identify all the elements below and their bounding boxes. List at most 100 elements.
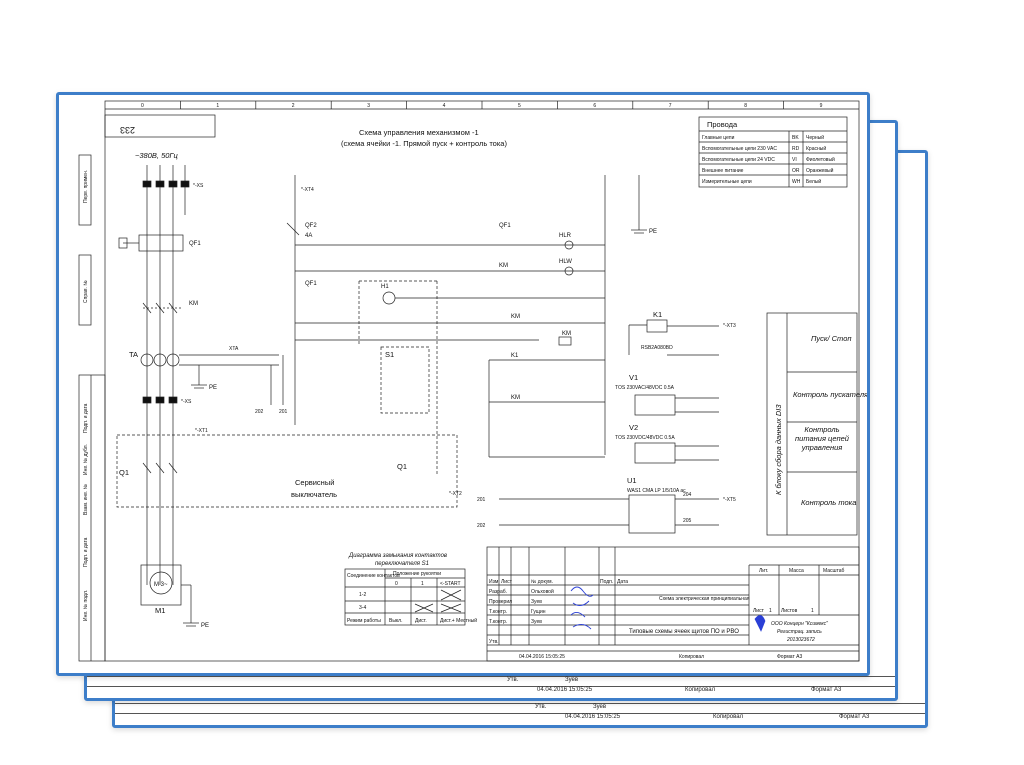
service-switch-label-2: выключатель xyxy=(291,490,337,499)
date-label: 04.04.2016 15:05:25 xyxy=(537,687,593,693)
u1-in-201: 201 xyxy=(477,497,486,503)
legend-name: Внешнее питание xyxy=(702,168,744,174)
column-number: 0 xyxy=(141,103,144,109)
column-number: 5 xyxy=(518,103,521,109)
tb-person: Ольховой xyxy=(531,588,554,595)
tb-role: Т.контр. xyxy=(489,619,507,625)
format-label: Формат А3 xyxy=(777,654,802,660)
left-label: Инв. № подл. xyxy=(83,590,89,621)
switch-pos: <-START xyxy=(440,581,461,587)
switch-mode: Выкл. xyxy=(389,618,402,624)
v2-label: V2 xyxy=(629,423,638,432)
q1-switch: Q1 xyxy=(119,462,178,477)
xta-label: XTA xyxy=(229,346,239,352)
switch-mode: Дист.+ Местный xyxy=(440,617,477,624)
sheets-no: 1 xyxy=(811,608,814,614)
mass-label: Масса xyxy=(789,568,804,574)
doc-name: Схема электрическая принципиальная xyxy=(659,596,750,602)
tb-header: Подп. xyxy=(600,579,613,585)
xt1-label: *-XT1 xyxy=(195,428,208,434)
switch-diagram-title-2: переключателя S1 xyxy=(375,561,429,567)
column-number: 4 xyxy=(443,103,446,109)
switch-row: Режим работы xyxy=(347,618,381,624)
pe-label: PE xyxy=(209,385,217,391)
left-strip xyxy=(78,374,106,662)
legend-code: OR xyxy=(792,168,800,174)
service-switch-label-1: Сервисный xyxy=(295,478,334,487)
di-item: Контроль пускателя xyxy=(793,390,867,399)
legend-color: Оранжевый xyxy=(806,167,834,174)
switch-col-head: Положение рукоятки xyxy=(393,571,441,577)
s1-label: S1 xyxy=(385,350,394,359)
left-label: Подп. и дата xyxy=(83,537,89,567)
tb-role: Проверил xyxy=(489,599,512,605)
wire-202: 202 xyxy=(255,409,264,415)
xt3-label: *-XT3 xyxy=(723,323,736,329)
ta-label: TA xyxy=(129,350,138,359)
switch-row-head: Соединение контактов xyxy=(347,573,400,579)
u1-out-204: 204 xyxy=(683,492,692,498)
tb-role: Т.контр. xyxy=(489,609,507,615)
motor-m1: M 3~ M1 PE xyxy=(140,564,209,629)
di-item: Контроль тока xyxy=(801,498,856,507)
tb-person: Зуев xyxy=(531,619,542,625)
left-label: Подп. и дата xyxy=(83,403,89,433)
sheet-no: 1 xyxy=(769,608,772,614)
ta-transformer: TA XTA PE 202 201 xyxy=(129,346,288,415)
v1-model: TOS 230VAC/48VDC 0.5A xyxy=(615,385,675,391)
lit-label: Лит. xyxy=(759,568,768,574)
di-item: Пуск/ Стоп xyxy=(811,334,852,343)
xs-label: *-XS xyxy=(193,183,204,189)
title-strip: Утв. Зуев 04.04.2016 15:05:25 Копировал … xyxy=(115,703,925,725)
m1-label: M1 xyxy=(155,606,165,615)
legend-code: VI xyxy=(792,157,797,163)
column-number: 6 xyxy=(593,103,596,109)
switch-diagram: Диаграмма замыкания контактов переключат… xyxy=(344,553,477,626)
name-label: Зуев xyxy=(593,704,607,710)
q1-label: Q1 xyxy=(119,468,129,477)
k1-contact-label: K1 xyxy=(511,353,519,359)
tb-header: Дата xyxy=(617,579,628,585)
scale-label: Масштаб xyxy=(823,568,845,574)
sheet-label: Лист xyxy=(753,608,765,614)
switch-pos: 1 xyxy=(421,581,424,587)
u1-model: WAS1 CMA LP 1/5/10A ac xyxy=(627,488,686,494)
q1-contact-label: Q1 xyxy=(397,462,407,471)
format-label: Формат А3 xyxy=(839,714,870,720)
doc-type: Типовые схемы ячеек щитов ПО и РВО xyxy=(629,629,739,635)
k1-model: RSB2A080BD xyxy=(641,345,673,351)
column-number: 8 xyxy=(744,103,747,109)
qf2-label: QF2 xyxy=(305,223,317,229)
qf2-rating: 4A xyxy=(305,233,312,239)
qf1-aux2-label: QF1 xyxy=(499,223,511,229)
xs-label-2: *-XS xyxy=(181,399,192,405)
copied-label: Копировал xyxy=(713,714,744,720)
control-circuit: *-XT4 QF2 4A QF1 QF1 HLR KM HLW H1 KM KM… xyxy=(286,175,736,534)
switch-row: 1-2 xyxy=(359,592,366,598)
format-label: Формат А3 xyxy=(811,687,842,693)
v2-model: TOS 230VDC/48VDC 0.5A xyxy=(615,435,675,441)
legend-color: Фиолетовый xyxy=(806,156,835,163)
left-label: Справ. № xyxy=(83,280,89,303)
left-label: Инв. № дубл. xyxy=(83,444,89,475)
column-number: 1 xyxy=(216,103,219,109)
v1-label: V1 xyxy=(629,373,638,382)
legend-color: Красный xyxy=(806,145,826,152)
company-logo-icon xyxy=(754,615,766,632)
qf1-label: QF1 xyxy=(189,241,201,247)
tb-person: Зуев xyxy=(531,599,542,605)
tb-header: Изм xyxy=(489,579,499,585)
km-label: KM xyxy=(189,301,198,307)
pe-label-2: PE xyxy=(201,623,209,629)
wire-201: 201 xyxy=(279,409,288,415)
switch-row: 3-4 xyxy=(359,605,366,611)
ref-number: 233 xyxy=(120,125,135,135)
service-switch-box xyxy=(116,434,458,508)
copied-label: Копировал xyxy=(685,687,716,693)
km-contact-label: KM xyxy=(511,314,520,320)
column-number: 9 xyxy=(820,103,823,109)
